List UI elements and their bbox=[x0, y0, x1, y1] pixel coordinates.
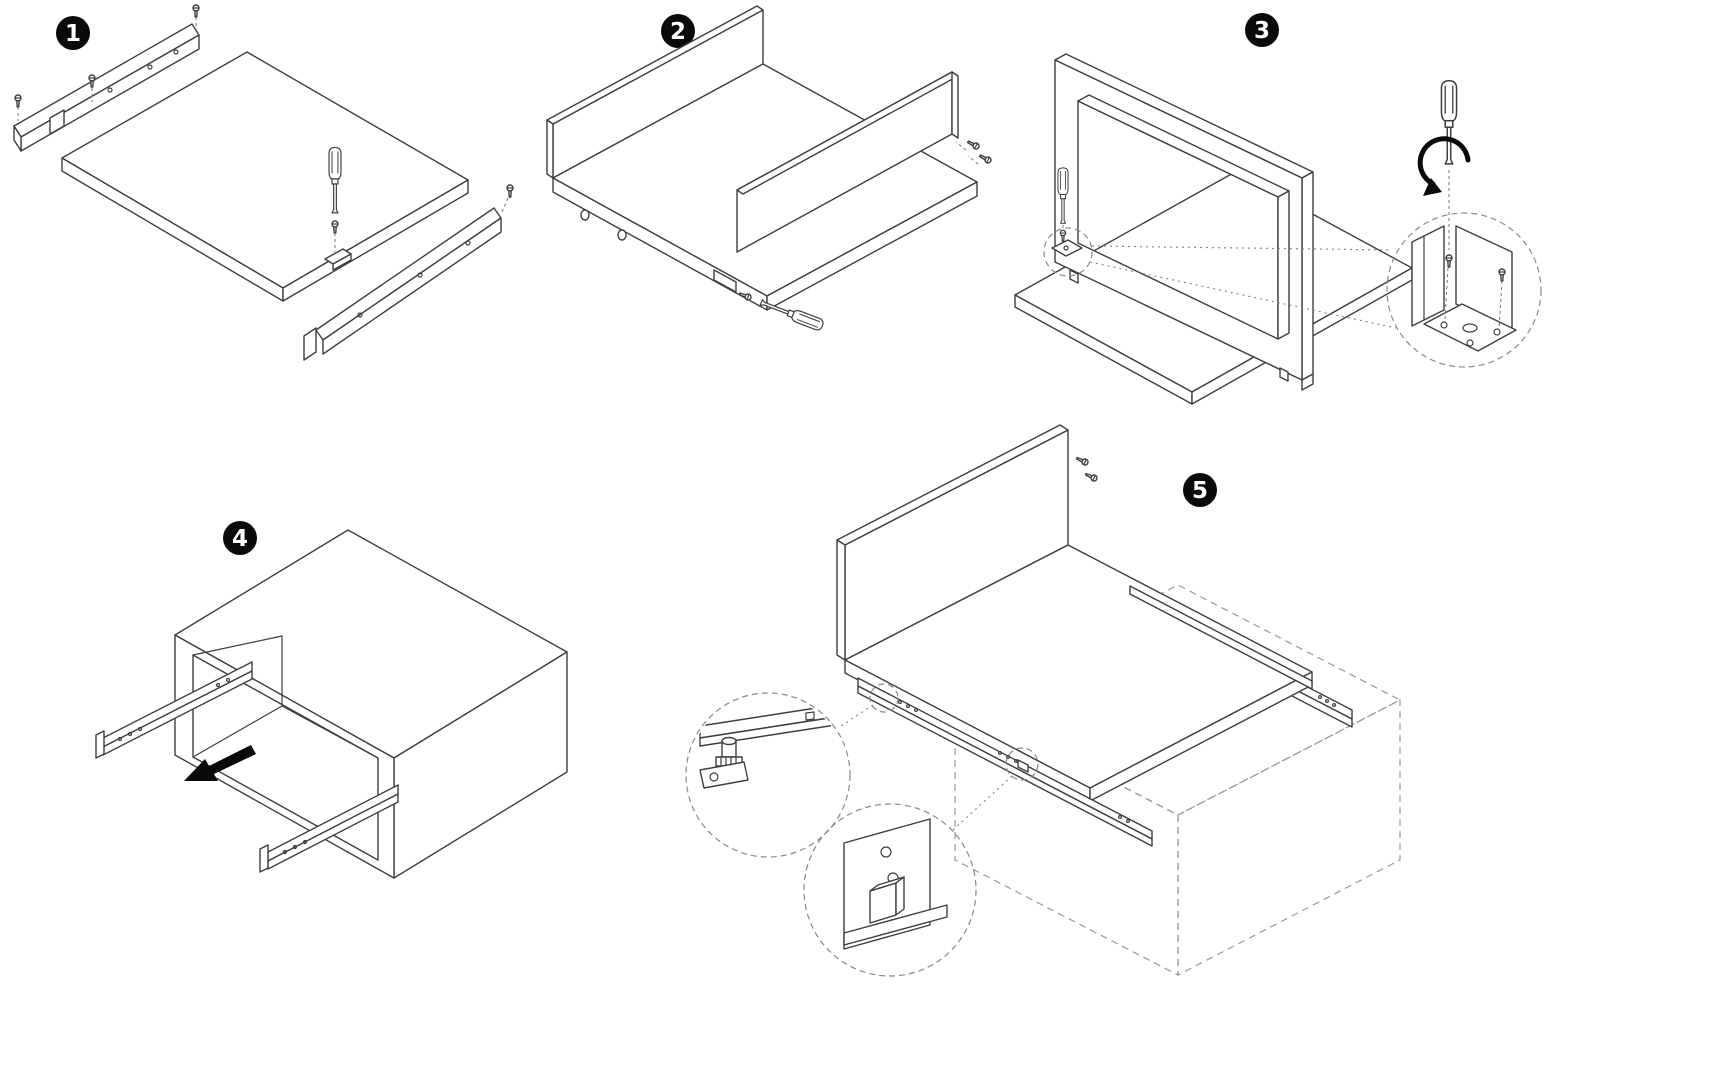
screw-icon bbox=[506, 184, 514, 198]
back-panel-screws bbox=[955, 138, 993, 165]
runner-screws bbox=[14, 4, 200, 121]
step-4-badge: 4 bbox=[223, 521, 257, 555]
screwdriver-icon bbox=[1440, 80, 1458, 165]
step-number-badge bbox=[1245, 13, 1279, 47]
extended-runner-lower bbox=[259, 784, 399, 873]
step-5: 5 bbox=[685, 424, 1402, 977]
step-number: 4 bbox=[232, 526, 248, 552]
step-3: 3 bbox=[1014, 13, 1542, 405]
drawer-assembly bbox=[836, 424, 1313, 802]
leader-line bbox=[837, 704, 874, 729]
step-1: 1 bbox=[13, 4, 514, 361]
step-1-badge: 1 bbox=[56, 16, 90, 50]
drawer-runner-front bbox=[303, 207, 502, 361]
detail-highlight-circle bbox=[1005, 747, 1039, 781]
edge-fitting bbox=[324, 248, 352, 271]
step-number: 3 bbox=[1254, 18, 1270, 44]
edge-fitting bbox=[713, 269, 737, 293]
step-number-badge bbox=[223, 521, 257, 555]
step-2-badge: 2 bbox=[661, 14, 695, 48]
detail-highlight-circle bbox=[1043, 227, 1093, 277]
drawer-back-panel bbox=[736, 71, 959, 253]
step-number-badge bbox=[1183, 473, 1217, 507]
rotate-arrow-icon bbox=[1417, 136, 1471, 196]
drawer-runner-rear bbox=[13, 23, 200, 152]
detail-highlight-circle bbox=[869, 683, 899, 713]
step-number-badge bbox=[661, 14, 695, 48]
leader-line bbox=[952, 775, 1013, 831]
cabinet-box bbox=[174, 529, 568, 879]
detail-view-runner-latch bbox=[803, 803, 977, 977]
drawer-bottom-panel bbox=[61, 51, 469, 302]
corner-bracket bbox=[1051, 239, 1083, 257]
step-number: 2 bbox=[670, 19, 686, 45]
step-3-badge: 3 bbox=[1245, 13, 1279, 47]
step-4: 4 bbox=[95, 521, 568, 879]
pull-direction-arrow-icon bbox=[184, 745, 256, 781]
step-number: 1 bbox=[65, 21, 81, 47]
detail-view-bracket bbox=[1386, 212, 1542, 368]
step-number: 5 bbox=[1192, 478, 1208, 504]
detail-view-runner-pin bbox=[685, 692, 851, 858]
leader-line bbox=[1091, 245, 1391, 251]
step-2: 2 bbox=[546, 5, 993, 333]
step-5-badge: 5 bbox=[1183, 473, 1217, 507]
upright-frame bbox=[1054, 53, 1314, 391]
drawer-runner-left bbox=[857, 677, 1153, 847]
drawer-side-panel bbox=[546, 5, 764, 179]
extended-runner-upper bbox=[95, 661, 253, 759]
drawer-runner-right bbox=[1129, 585, 1313, 690]
leader-line bbox=[1089, 261, 1397, 329]
step-number-badge bbox=[56, 16, 90, 50]
